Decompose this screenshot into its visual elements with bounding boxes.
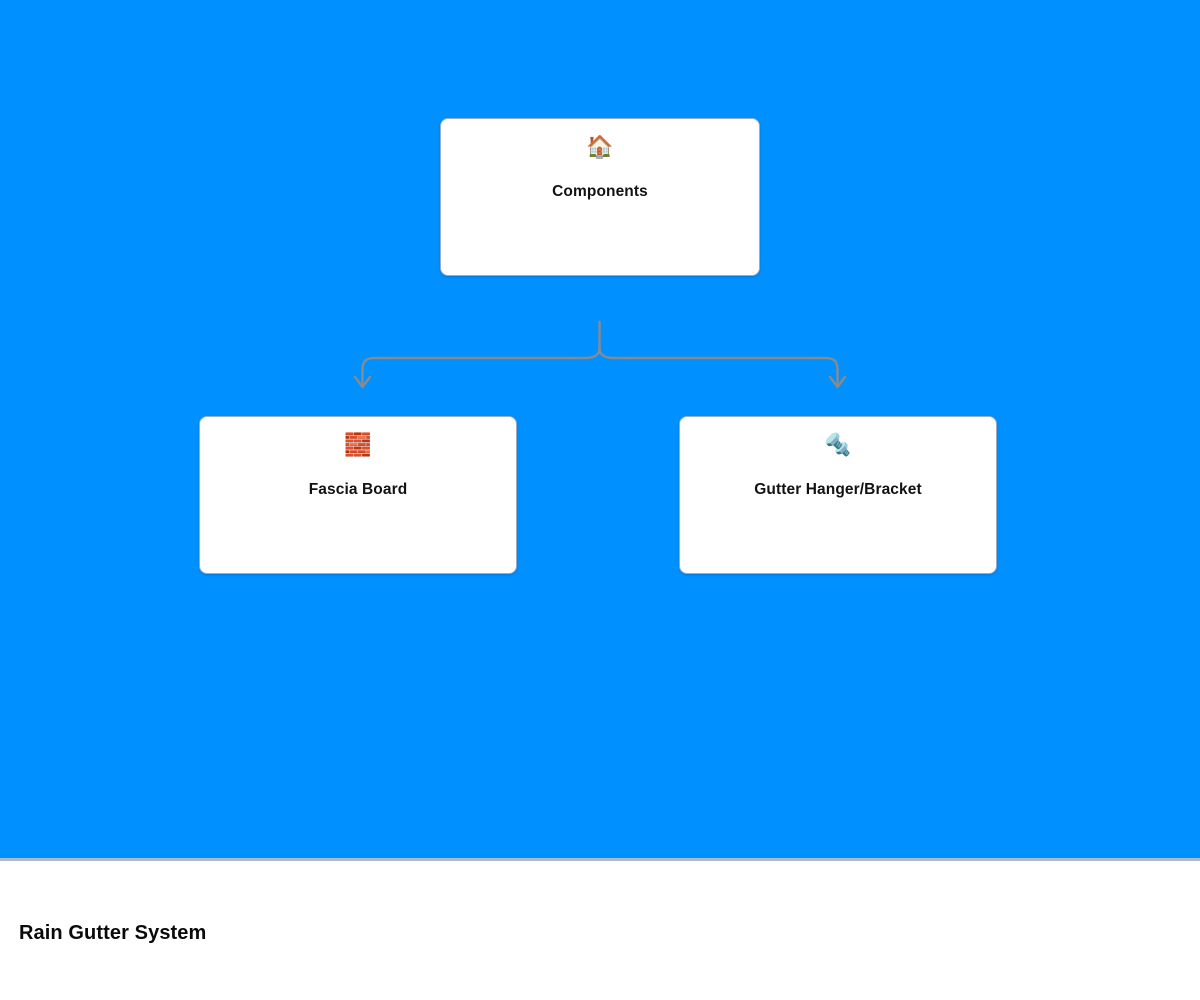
- diagram-node-gutter-hanger-bracket[interactable]: 🔩 Gutter Hanger/Bracket: [679, 416, 997, 574]
- page-title: Rain Gutter System: [19, 922, 207, 944]
- diagram-node-label: Fascia Board: [308, 481, 408, 498]
- house-icon: 🏠: [586, 135, 614, 160]
- arrowhead-right: [828, 375, 847, 389]
- footer-divider: [0, 858, 1200, 861]
- diagram-node-label: Components: [552, 183, 648, 200]
- connector-branch-right: [598, 346, 839, 386]
- arrowhead-left: [353, 375, 372, 389]
- diagram-node-label: Gutter Hanger/Bracket: [754, 481, 922, 498]
- connector-branch-left: [361, 346, 601, 386]
- diagram-node-root[interactable]: 🏠 Components: [440, 118, 760, 276]
- diagram-node-fascia-board[interactable]: 🧱 Fascia Board: [199, 416, 517, 574]
- brick-icon: 🧱: [344, 433, 372, 458]
- diagram-canvas[interactable]: 🏠 Components 🧱 Fascia Board 🔩 Gutter Han…: [0, 0, 1200, 858]
- footer: [0, 861, 1200, 1000]
- screw-icon: 🔩: [824, 433, 852, 458]
